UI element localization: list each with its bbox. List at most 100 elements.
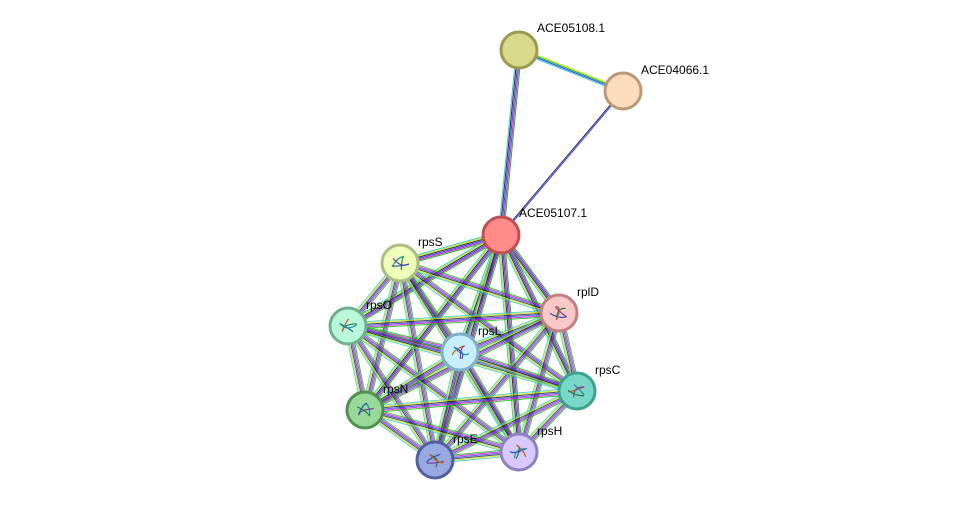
node-circle[interactable] — [499, 30, 539, 70]
node-rpsC[interactable]: rpsC — [557, 363, 621, 411]
node-circle[interactable] — [481, 215, 521, 255]
structure-strand — [453, 346, 470, 356]
structure-strand — [516, 444, 527, 457]
edge-strand — [433, 388, 577, 459]
node-rpsE[interactable]: rpsE — [415, 432, 478, 480]
edge-strand — [500, 49, 520, 236]
structure-strand — [339, 322, 358, 329]
protein-structure-icon — [509, 444, 527, 459]
edge-strand — [501, 91, 624, 236]
edge-strand — [365, 391, 578, 412]
edge-strand — [460, 350, 578, 391]
edge-strand — [348, 313, 560, 328]
edge-strand — [401, 262, 438, 460]
structure-strand — [391, 263, 410, 267]
node-rpsS[interactable]: rpsS — [380, 235, 443, 283]
edge-strand — [365, 406, 520, 450]
node-circle[interactable] — [557, 371, 597, 411]
edge-strand — [400, 261, 579, 390]
node-label: rpsC — [595, 363, 621, 377]
edge-strand — [434, 389, 577, 460]
structure-strand — [549, 312, 567, 318]
edge-rplD-rpsO[interactable] — [347, 309, 560, 330]
edge-strand — [459, 353, 577, 394]
node-ACE05107.1[interactable]: ACE05107.1 — [481, 206, 587, 255]
edge-strand — [459, 352, 577, 393]
edge-strand — [367, 236, 504, 413]
edge-strand — [400, 259, 561, 311]
edge-strand — [456, 353, 517, 454]
edge-rpsN-rpsH[interactable] — [364, 406, 520, 456]
node-label: rpsN — [383, 382, 408, 396]
structure-strand — [426, 460, 444, 464]
protein-structure-icon — [356, 402, 374, 417]
node-label: rpsE — [453, 432, 478, 446]
protein-structure-icon — [425, 453, 444, 468]
edge-strand — [458, 354, 577, 395]
node-rpsH[interactable]: rpsH — [499, 424, 562, 472]
node-label: rpsL — [478, 324, 502, 338]
edge-strand — [400, 262, 578, 391]
edge-strand — [348, 315, 560, 330]
node-circle[interactable] — [603, 71, 643, 111]
node-label: ACE05108.1 — [537, 21, 605, 35]
protein-structure-icon — [549, 305, 567, 320]
edge-strand — [433, 311, 558, 460]
node-circle[interactable] — [328, 306, 368, 346]
edge-strand — [401, 259, 580, 389]
structure-strand — [573, 386, 585, 398]
structure-strand — [400, 256, 405, 270]
node-rpsL[interactable]: rpsL — [440, 324, 502, 372]
structure-strand — [341, 318, 350, 332]
edge-strand — [348, 324, 521, 451]
node-circle[interactable] — [380, 243, 420, 283]
edge-strand — [348, 314, 560, 329]
node-ACE04066.1[interactable]: ACE04066.1 — [603, 63, 709, 111]
node-rpsO[interactable]: rpsO — [328, 298, 392, 346]
edge-strand — [365, 407, 520, 451]
edge-strand — [398, 265, 559, 317]
structure-strand — [567, 389, 585, 397]
edge-ACE05108.1-ACE05107.1[interactable] — [497, 49, 523, 236]
edge-strand — [365, 392, 578, 413]
edge-strand — [503, 50, 523, 236]
edge-strand — [497, 49, 517, 235]
edge-strand — [398, 263, 435, 461]
edge-strand — [399, 263, 559, 315]
node-ACE05108.1[interactable]: ACE05108.1 — [499, 21, 605, 70]
node-label: ACE05107.1 — [519, 206, 587, 220]
edge-strand — [364, 412, 519, 456]
edge-strand — [364, 410, 519, 454]
edge-strand — [364, 411, 519, 455]
structure-strand — [356, 406, 370, 417]
structure-strand — [514, 448, 527, 459]
edge-strand — [499, 235, 519, 453]
edge-strand — [433, 387, 576, 458]
protein-structure-icon — [391, 255, 410, 270]
structure-strand — [573, 383, 585, 396]
node-label: rplD — [577, 285, 599, 299]
edge-ACE04066.1-ACE05107.1[interactable] — [500, 90, 624, 236]
edge-rpsS-rplD[interactable] — [398, 259, 561, 317]
edge-strand — [398, 264, 577, 393]
structure-strand — [429, 453, 444, 464]
edge-strand — [497, 236, 575, 393]
edge-strand — [347, 311, 559, 326]
edge-strand — [365, 408, 520, 452]
structure-strand — [459, 345, 465, 360]
edge-rpsC-rpsN[interactable] — [364, 387, 578, 414]
edge-strand — [400, 260, 560, 312]
edge-rpsC-rpsE[interactable] — [433, 387, 579, 464]
edge-strand — [499, 49, 519, 235]
edge-strand — [436, 393, 579, 464]
node-label: rpsO — [366, 298, 392, 312]
node-rpsN[interactable]: rpsN — [345, 382, 408, 430]
edge-rpsL-rpsC[interactable] — [458, 348, 579, 395]
edge-strand — [399, 263, 577, 392]
node-rplD[interactable]: rplD — [539, 285, 599, 333]
edge-strand — [435, 392, 579, 463]
edge-strand — [365, 393, 578, 414]
edge-strand — [400, 261, 560, 313]
node-label: ACE04066.1 — [641, 63, 709, 77]
